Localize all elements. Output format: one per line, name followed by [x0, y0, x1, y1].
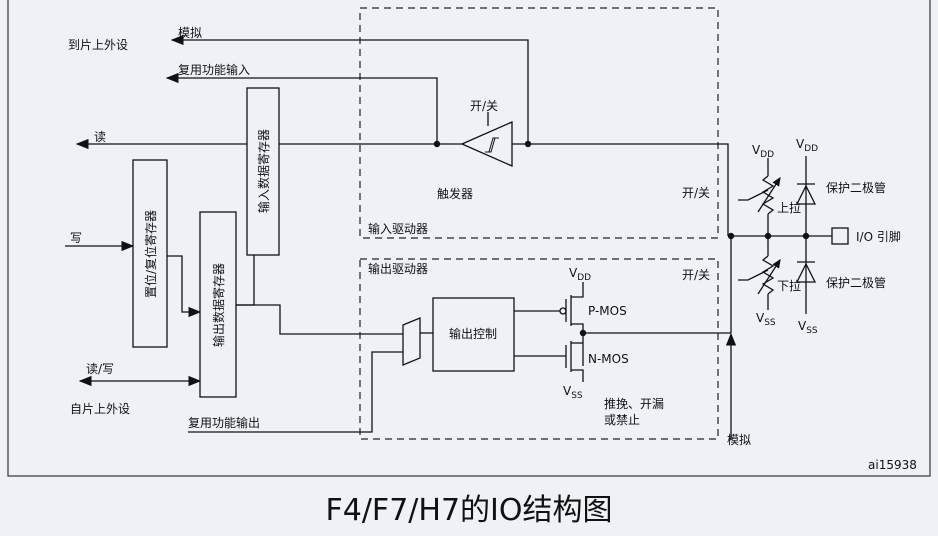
- odr-to-mux-line: [236, 304, 403, 335]
- readwrite-label: 读/写: [86, 362, 114, 376]
- figure-id-label: ai15938: [868, 458, 917, 472]
- junction-dot: [727, 232, 735, 240]
- pmos-drain: [571, 323, 584, 366]
- switch-pullup-label: 开/关: [682, 186, 710, 200]
- push-pull-label: 推挽、开漏: [604, 397, 664, 411]
- junction-dot: [802, 232, 810, 240]
- output-control-block: [432, 297, 515, 372]
- junction-dot: [433, 140, 441, 148]
- pullup-resistor: [761, 175, 775, 215]
- analog-out-line: [170, 34, 529, 144]
- pullup-switch: [738, 189, 769, 201]
- write-label: 写: [70, 231, 82, 245]
- input-data-register-label: 输入数据寄存器: [256, 129, 271, 213]
- vdd-pullup-label: VDD: [752, 143, 774, 160]
- trigger-label: 触发器: [437, 186, 473, 201]
- junction-dot: [579, 329, 587, 337]
- set-reset-register-label: 置位/复位寄存器: [143, 210, 158, 298]
- pmos-source: [571, 282, 584, 298]
- vdd-mos-label: VDD: [569, 266, 591, 283]
- alt-output-line: [188, 351, 403, 433]
- io-pin-label: I/O 引脚: [856, 229, 901, 244]
- pulldown-switch: [738, 269, 769, 281]
- output-data-register: [199, 211, 237, 398]
- read-label: 读: [94, 130, 106, 144]
- input-data-register: [246, 87, 280, 256]
- junction-dot: [524, 140, 532, 148]
- set-reset-register: [132, 159, 168, 348]
- alt-input-label: 复用功能输入: [178, 62, 250, 77]
- pmos-label: P-MOS: [588, 304, 627, 318]
- switch-top-label: 开/关: [470, 99, 498, 113]
- output-control-label: 输出控制: [449, 326, 497, 341]
- input-driver-label: 输入驱动器: [368, 221, 428, 236]
- from-onchip-label: 自片上外设: [70, 402, 130, 416]
- nmos-source: [571, 369, 584, 382]
- analog-top-label: 模拟: [178, 26, 202, 40]
- schmitt-trigger-symbol: [460, 121, 513, 167]
- alt-input-line: [165, 72, 438, 144]
- setreset-to-odr-line: [167, 255, 202, 318]
- output-driver-box: [359, 258, 719, 440]
- diagram-title: F4/F7/H7的IO结构图: [325, 493, 612, 528]
- pullup-variable-arrow: [757, 176, 781, 213]
- protect-diode-top-label: 保护二极管: [826, 180, 886, 195]
- output-driver-label: 输出驱动器: [368, 261, 428, 276]
- vdd-diode-label: VDD: [796, 137, 818, 154]
- to-onchip-label: 到片上外设: [68, 38, 128, 52]
- pull-up-label: 上拉: [777, 200, 801, 215]
- protect-diode-bottom: [795, 262, 817, 283]
- protect-diode-top: [795, 184, 817, 205]
- output-mux: [402, 317, 421, 366]
- input-driver-box: [359, 7, 719, 239]
- or-disable-label: 或禁止: [604, 413, 640, 427]
- switch-pulldown-label: 开/关: [682, 268, 710, 282]
- vss-mos-label: VSS: [563, 384, 583, 401]
- pmos-gate-bubble: [559, 307, 567, 315]
- nmos-label: N-MOS: [588, 352, 629, 366]
- junction-dot: [764, 232, 772, 240]
- pulldown-resistor: [761, 255, 775, 295]
- vss-diode-label: VSS: [798, 319, 818, 336]
- io-pin-pad: [831, 227, 849, 245]
- protect-diode-bottom-label: 保护二极管: [826, 275, 886, 290]
- pin-input-line: [512, 143, 729, 236]
- output-data-register-label: 输出数据寄存器: [211, 263, 226, 347]
- pulldown-variable-arrow: [757, 258, 781, 295]
- analog-bottom-label: 模拟: [727, 433, 751, 447]
- vss-pulldown-label: VSS: [756, 311, 776, 328]
- pull-down-label: 下拉: [777, 278, 801, 293]
- alt-output-label: 复用功能输出: [188, 415, 260, 430]
